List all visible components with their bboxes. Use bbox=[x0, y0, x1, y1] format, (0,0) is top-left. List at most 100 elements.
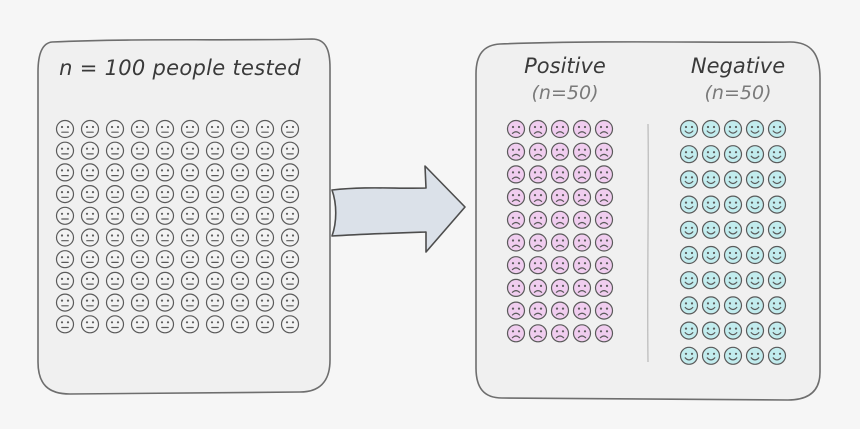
neutral-face-icon bbox=[205, 119, 225, 139]
positive-count-label: (n=50) bbox=[531, 82, 599, 104]
smiley-face-icon bbox=[745, 271, 765, 290]
neutral-face-icon bbox=[155, 250, 175, 269]
neutral-face-icon bbox=[230, 185, 250, 204]
smiley-face-icon bbox=[745, 145, 765, 164]
sad-face-icon bbox=[528, 324, 548, 343]
neutral-face-icon bbox=[105, 250, 125, 269]
neutral-face-icon bbox=[130, 315, 150, 334]
neutral-face-icon bbox=[130, 293, 150, 312]
smiley-face-icon bbox=[767, 170, 787, 189]
neutral-face-icon bbox=[255, 185, 275, 204]
smiley-face-icon bbox=[723, 170, 743, 189]
neutral-face-icon bbox=[255, 228, 275, 247]
neutral-face-icon bbox=[130, 228, 150, 247]
smiley-face-icon bbox=[679, 220, 699, 239]
neutral-face-icon bbox=[80, 250, 100, 269]
neutral-face-icon bbox=[105, 119, 125, 139]
neutral-face-icon bbox=[205, 228, 225, 247]
sad-face-icon bbox=[550, 278, 570, 297]
smiley-face-icon bbox=[679, 321, 699, 340]
sad-face-icon bbox=[506, 188, 526, 207]
sad-face-icon bbox=[506, 324, 526, 343]
smiley-face-icon bbox=[679, 245, 699, 265]
neutral-face-icon bbox=[205, 315, 225, 334]
neutral-face-icon bbox=[255, 271, 275, 290]
neutral-face-icon bbox=[180, 293, 200, 312]
neutral-face-icon bbox=[180, 163, 200, 182]
smiley-face-icon bbox=[679, 296, 699, 315]
negative-count-label: (n=50) bbox=[704, 82, 772, 104]
smiley-face-icon bbox=[679, 170, 699, 189]
neutral-face-icon bbox=[130, 206, 150, 225]
smiley-face-icon bbox=[723, 321, 743, 340]
neutral-face-icon bbox=[55, 119, 75, 139]
smiley-face-icon bbox=[745, 245, 765, 265]
smiley-face-icon bbox=[745, 119, 765, 139]
neutral-face-icon bbox=[80, 315, 100, 334]
neutral-face-icon bbox=[55, 185, 75, 204]
smiley-face-icon bbox=[745, 195, 765, 214]
neutral-face-icon bbox=[230, 293, 250, 312]
neutral-face-icon bbox=[105, 163, 125, 182]
neutral-face-icon bbox=[230, 315, 250, 334]
neutral-face-icon bbox=[280, 293, 300, 312]
smiley-face-icon bbox=[723, 271, 743, 290]
positive-people-grid bbox=[506, 119, 614, 343]
neutral-face-icon bbox=[255, 206, 275, 225]
neutral-face-icon bbox=[55, 206, 75, 225]
sad-face-icon bbox=[506, 233, 526, 252]
smiley-face-icon bbox=[701, 296, 721, 315]
smiley-face-icon bbox=[701, 321, 721, 340]
neutral-face-icon bbox=[55, 141, 75, 160]
neutral-face-icon bbox=[205, 141, 225, 160]
smiley-face-icon bbox=[701, 145, 721, 164]
sad-face-icon bbox=[506, 165, 526, 184]
sad-face-icon bbox=[594, 256, 614, 275]
neutral-face-icon bbox=[80, 271, 100, 290]
sad-face-icon bbox=[528, 119, 548, 139]
tested-people-grid bbox=[55, 119, 300, 334]
smiley-face-icon bbox=[767, 119, 787, 139]
smiley-face-icon bbox=[723, 245, 743, 265]
neutral-face-icon bbox=[80, 293, 100, 312]
sad-face-icon bbox=[550, 210, 570, 229]
neutral-face-icon bbox=[105, 206, 125, 225]
neutral-face-icon bbox=[255, 163, 275, 182]
negative-people-grid bbox=[679, 119, 787, 365]
sad-face-icon bbox=[572, 142, 592, 161]
neutral-face-icon bbox=[280, 271, 300, 290]
sad-face-icon bbox=[594, 301, 614, 320]
smiley-face-icon bbox=[745, 296, 765, 315]
sad-face-icon bbox=[528, 210, 548, 229]
neutral-face-icon bbox=[55, 228, 75, 247]
sad-face-icon bbox=[550, 119, 570, 139]
neutral-face-icon bbox=[230, 228, 250, 247]
neutral-face-icon bbox=[180, 250, 200, 269]
neutral-face-icon bbox=[280, 315, 300, 334]
neutral-face-icon bbox=[155, 119, 175, 139]
sad-face-icon bbox=[550, 301, 570, 320]
neutral-face-icon bbox=[280, 185, 300, 204]
sad-face-icon bbox=[572, 210, 592, 229]
neutral-face-icon bbox=[105, 293, 125, 312]
neutral-face-icon bbox=[230, 271, 250, 290]
neutral-face-icon bbox=[180, 206, 200, 225]
tested-panel-title: n = 100 people tested bbox=[59, 56, 301, 80]
sad-face-icon bbox=[594, 210, 614, 229]
neutral-face-icon bbox=[155, 315, 175, 334]
sad-face-icon bbox=[506, 119, 526, 139]
neutral-face-icon bbox=[205, 293, 225, 312]
sad-face-icon bbox=[594, 142, 614, 161]
smiley-face-icon bbox=[745, 220, 765, 239]
neutral-face-icon bbox=[155, 163, 175, 182]
neutral-face-icon bbox=[105, 271, 125, 290]
sad-face-icon bbox=[594, 324, 614, 343]
neutral-face-icon bbox=[55, 293, 75, 312]
neutral-face-icon bbox=[80, 206, 100, 225]
neutral-face-icon bbox=[130, 185, 150, 204]
neutral-face-icon bbox=[155, 206, 175, 225]
sad-face-icon bbox=[506, 142, 526, 161]
neutral-face-icon bbox=[80, 185, 100, 204]
sad-face-icon bbox=[550, 142, 570, 161]
